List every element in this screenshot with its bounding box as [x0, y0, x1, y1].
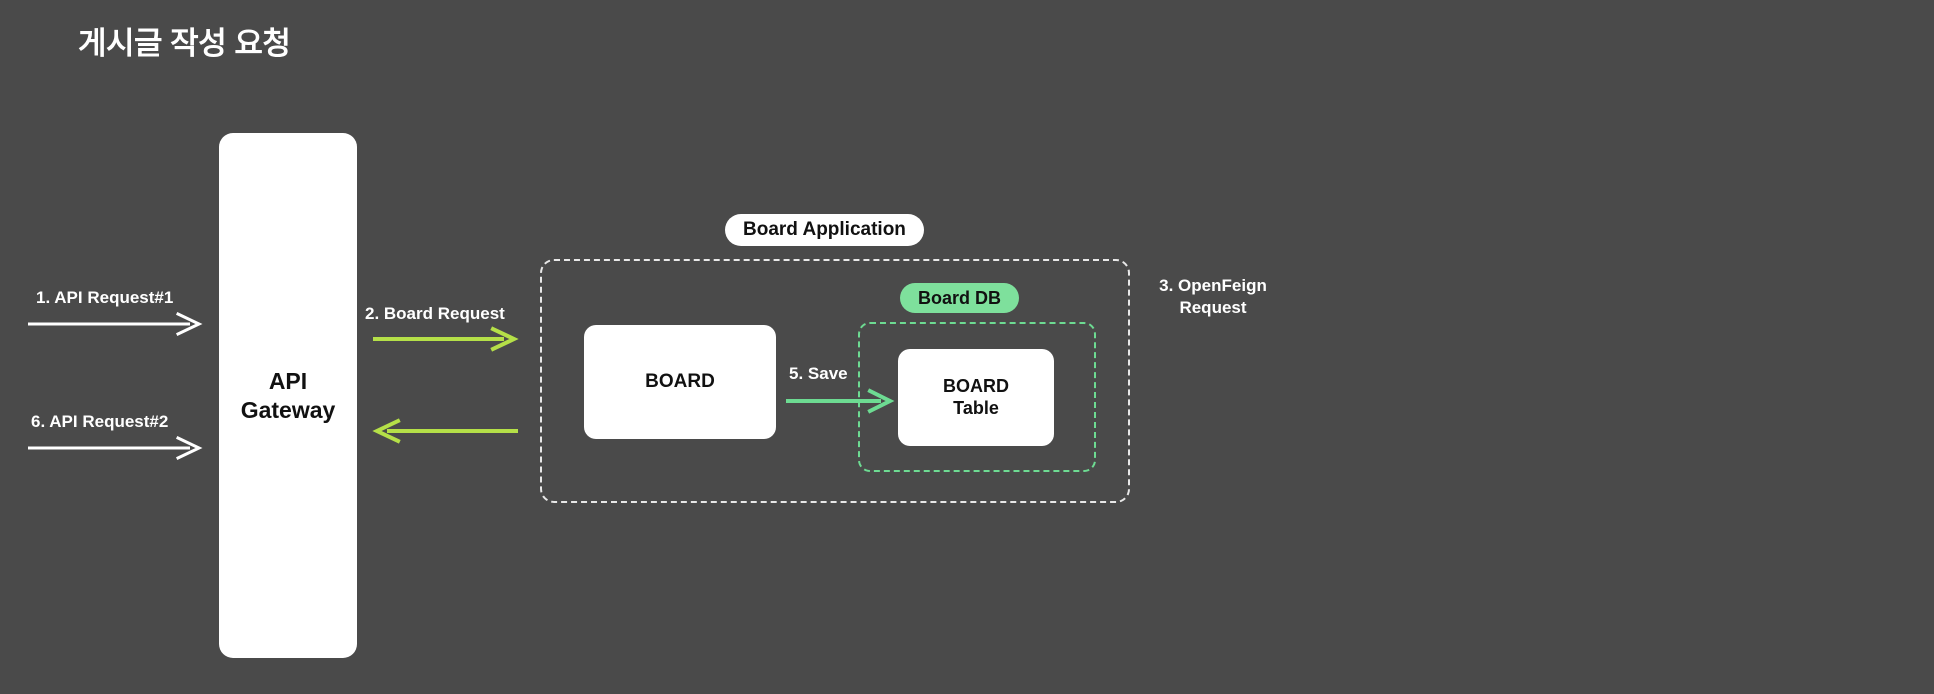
arrow-api-request-2: [28, 436, 203, 460]
container-board-application: [540, 259, 1130, 503]
arrow-board-request-forward: [373, 326, 519, 352]
node-board-table[interactable]: BOARD Table: [898, 349, 1054, 446]
node-board-table-line1: BOARD: [943, 375, 1009, 396]
arrow-label-openfeign-line1: 3. OpenFeign: [1159, 276, 1267, 295]
node-board-service[interactable]: BOARD: [584, 325, 776, 439]
arrow-label-board-request: 2. Board Request: [365, 304, 505, 323]
container-board-db: [858, 322, 1096, 472]
node-board-table-line2: Table: [953, 397, 999, 418]
node-board-service-label: BOARD: [645, 371, 715, 393]
node-api-gateway-line2: Gateway: [240, 396, 336, 423]
arrow-label-openfeign-line2: Request: [1179, 297, 1247, 317]
arrow-api-request-1: [28, 312, 203, 336]
label-board-db: Board DB: [900, 283, 1020, 313]
node-api-gateway[interactable]: API Gateway: [219, 133, 357, 658]
label-board-application: Board Application: [725, 214, 924, 246]
arrow-label-openfeign-request: 3. OpenFeign Request Member Application …: [1148, 275, 1278, 319]
node-api-gateway-line1: API: [268, 368, 308, 395]
arrow-label-save: 5. Save: [789, 364, 848, 383]
page-title: 게시글 작성 요청: [78, 26, 291, 61]
arrow-label-api-request-2: 6. API Request#2: [31, 412, 169, 431]
arrow-save: [786, 388, 895, 414]
arrow-board-request-return: [372, 418, 518, 444]
arrow-label-api-request-1: 1. API Request#1: [36, 288, 174, 307]
